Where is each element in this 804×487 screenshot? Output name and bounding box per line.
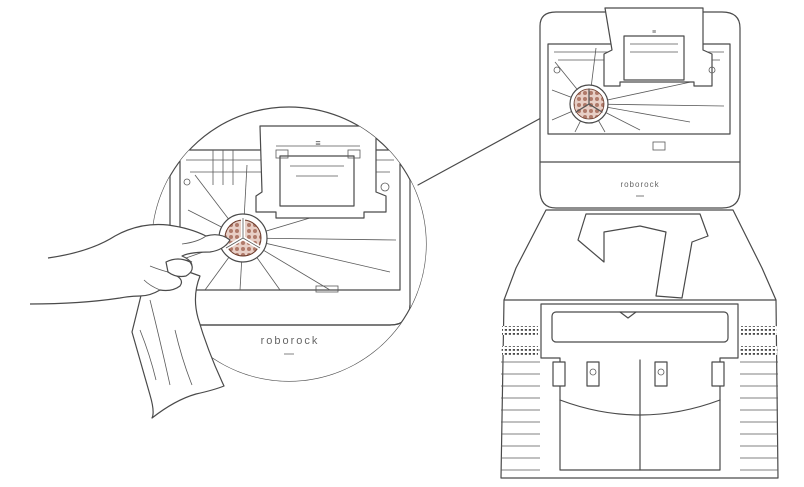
zoom-detail: ≡ roborock: [151, 106, 427, 382]
tray-clips: [552, 361, 725, 387]
hand-with-cloth-icon: [29, 223, 231, 419]
vent-left-bottom: [502, 346, 538, 355]
dock-logo: roborock: [620, 180, 659, 189]
zoom-logo: roborock: [261, 335, 320, 347]
filter-zoom: [218, 213, 268, 263]
callout-line: [417, 111, 553, 186]
vent-right-top: [741, 326, 777, 335]
svg-text:≡: ≡: [315, 138, 320, 148]
svg-text:≡: ≡: [652, 29, 656, 36]
filter-right: [569, 84, 609, 124]
vent-right-bottom: [741, 346, 777, 355]
vent-left-top: [502, 326, 538, 335]
dock-station: ≡ roborock: [500, 7, 779, 479]
